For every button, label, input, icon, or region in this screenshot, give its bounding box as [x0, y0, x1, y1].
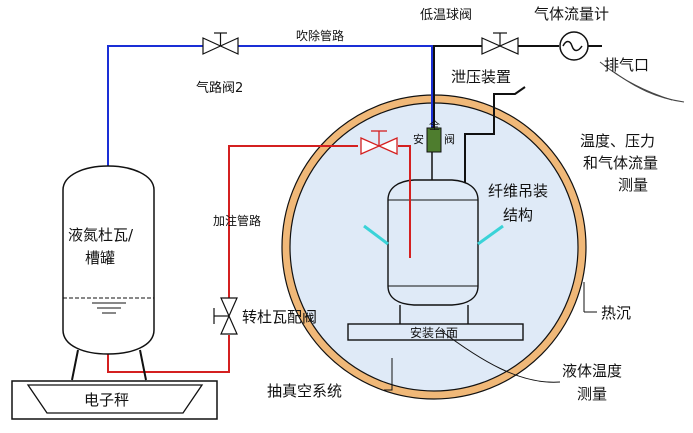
dewar-label-line2: 槽罐	[85, 249, 115, 267]
transfer-valve-label: 转杜瓦配阀	[242, 308, 317, 326]
exhaust-line	[433, 45, 602, 130]
scale-label: 电子秤	[84, 391, 129, 409]
heat-sink-label: 热沉	[601, 304, 631, 322]
measurement-label-line1: 温度、压力	[580, 132, 655, 150]
safety-valve-char3: 阀	[444, 132, 455, 146]
measurement-leads	[599, 61, 685, 103]
fiber-suspension-label-line1: 纤维吊装	[488, 182, 548, 200]
flow-meter-icon	[559, 31, 589, 61]
dewar-label-line1: 液氮杜瓦/	[68, 226, 134, 244]
low-temp-ball-valve-label: 低温球阀	[420, 8, 472, 23]
fiber-brackets	[363, 224, 504, 246]
mounting-platform-label: 安装台面	[410, 325, 458, 340]
mounting-platform	[347, 305, 524, 341]
valve-icon	[213, 297, 238, 335]
measurement-label-line2: 和气体流量	[583, 154, 658, 172]
exhaust-port-label: 排气口	[604, 56, 649, 74]
fill-line	[107, 145, 411, 373]
purge-line	[107, 45, 433, 168]
valve-icon	[360, 130, 398, 156]
dewar-tank	[62, 165, 155, 381]
vacuum-system-label: 抽真空系统	[267, 382, 342, 400]
leader-lines	[384, 282, 597, 391]
purge-line-label: 吹除管路	[296, 28, 344, 43]
valve-icon	[481, 32, 519, 55]
safety-valve-icon	[426, 127, 442, 153]
electronic-scale	[11, 380, 218, 420]
gas-flow-meter-label: 气体流量计	[534, 5, 609, 23]
valve-icon	[202, 32, 239, 55]
measurement-label-line3: 测量	[618, 176, 648, 194]
liquid-temp-label-line1: 液体温度	[562, 362, 622, 380]
gas-valve-2-label: 气路阀2	[196, 80, 243, 96]
safety-valve-char2: 全	[429, 118, 440, 132]
fiber-suspension-label-line2: 结构	[503, 206, 533, 224]
pressure-relief-label: 泄压装置	[451, 68, 511, 86]
liquid-temp-label-line2: 测量	[577, 385, 607, 403]
safety-valve-char1: 安	[413, 132, 424, 146]
relief-vent-line	[464, 86, 526, 183]
fill-line-label: 加注管路	[213, 213, 261, 228]
